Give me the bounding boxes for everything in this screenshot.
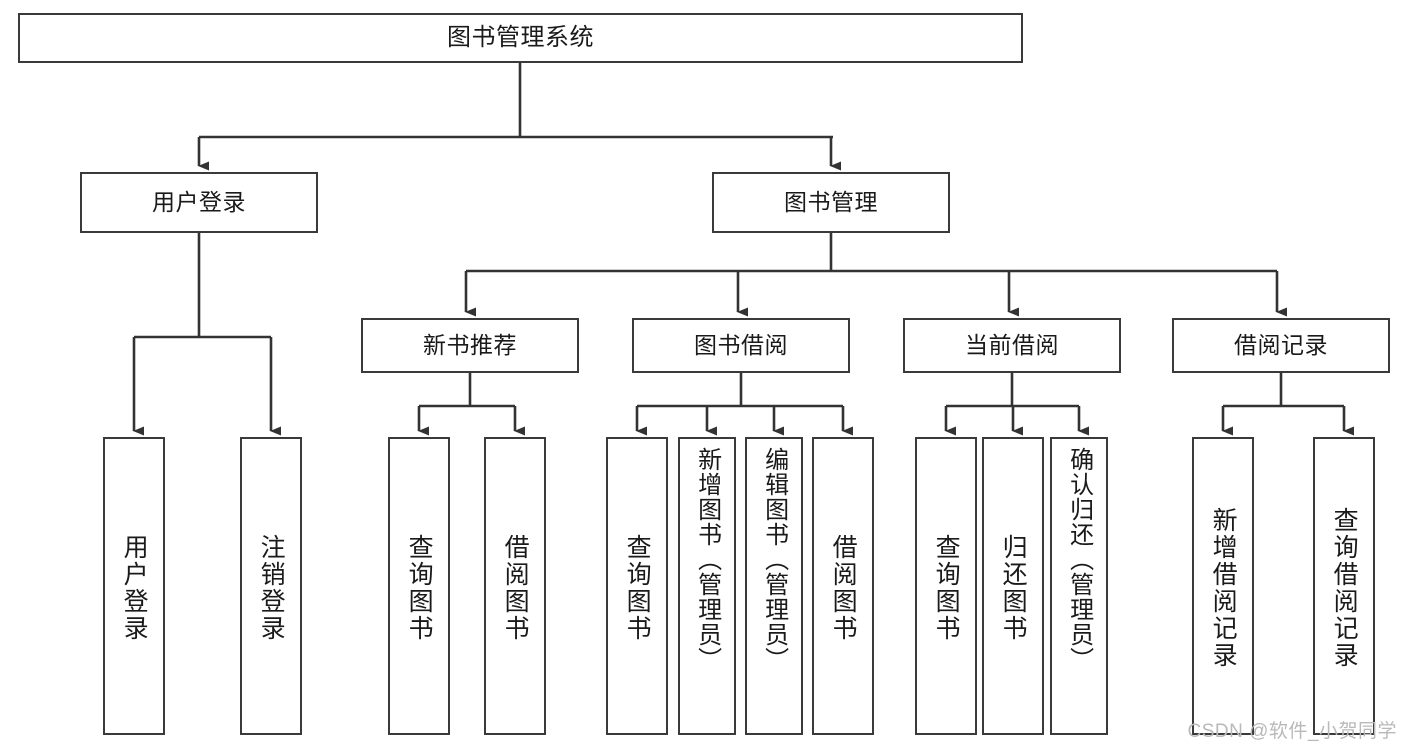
node-leaf-return-book-label: 归还图书 xyxy=(999,534,1028,642)
node-leaf-add-book-admin[interactable]: 新增图书（管理员） xyxy=(678,437,736,735)
node-book-manage[interactable]: 图书管理 xyxy=(712,172,950,233)
node-leaf-user-login-label: 用户登录 xyxy=(120,534,149,642)
node-root-system[interactable]: 图书管理系统 xyxy=(18,13,1023,63)
node-book-borrow[interactable]: 图书借阅 xyxy=(632,318,850,373)
node-leaf-add-borrow-record-label: 新增借阅记录 xyxy=(1209,507,1238,669)
node-leaf-edit-book-admin[interactable]: 编辑图书（管理员） xyxy=(745,437,803,735)
node-leaf-borrow-book-recommend[interactable]: 借阅图书 xyxy=(484,437,546,735)
node-leaf-query-book-recommend-label: 查询图书 xyxy=(405,534,434,642)
node-leaf-logout-login-label: 注销登录 xyxy=(257,534,286,642)
node-borrow-record-label: 借阅记录 xyxy=(1234,331,1328,358)
node-leaf-edit-book-admin-label: 编辑图书（管理员） xyxy=(760,447,788,672)
node-leaf-logout-login[interactable]: 注销登录 xyxy=(240,437,302,735)
node-book-borrow-label: 图书借阅 xyxy=(694,331,788,358)
node-leaf-query-borrow-record-label: 查询借阅记录 xyxy=(1330,507,1359,669)
node-leaf-add-book-admin-label: 新增图书（管理员） xyxy=(693,447,721,672)
node-leaf-query-book-current-label: 查询图书 xyxy=(932,534,961,642)
node-leaf-query-book-borrow-label: 查询图书 xyxy=(623,534,652,642)
node-leaf-query-book-current[interactable]: 查询图书 xyxy=(915,437,977,735)
node-leaf-borrow-book[interactable]: 借阅图书 xyxy=(812,437,874,735)
node-root-system-label: 图书管理系统 xyxy=(447,23,594,51)
node-current-borrow[interactable]: 当前借阅 xyxy=(903,318,1121,373)
node-user-login-label: 用户登录 xyxy=(152,188,246,215)
node-new-book-recommend[interactable]: 新书推荐 xyxy=(361,318,579,373)
node-leaf-query-book-recommend[interactable]: 查询图书 xyxy=(388,437,450,735)
node-leaf-user-login[interactable]: 用户登录 xyxy=(103,437,165,735)
node-leaf-query-book-borrow[interactable]: 查询图书 xyxy=(606,437,668,735)
node-new-book-recommend-label: 新书推荐 xyxy=(423,331,517,358)
node-borrow-record[interactable]: 借阅记录 xyxy=(1172,318,1390,373)
node-current-borrow-label: 当前借阅 xyxy=(965,331,1059,358)
node-leaf-confirm-return-admin-label: 确认归还（管理员） xyxy=(1065,447,1093,672)
node-leaf-add-borrow-record[interactable]: 新增借阅记录 xyxy=(1192,437,1254,735)
node-user-login[interactable]: 用户登录 xyxy=(80,172,318,233)
node-book-manage-label: 图书管理 xyxy=(784,188,878,215)
node-leaf-query-borrow-record[interactable]: 查询借阅记录 xyxy=(1313,437,1375,735)
node-leaf-borrow-book-label: 借阅图书 xyxy=(829,534,858,642)
watermark-text: CSDN @软件_小贺同学 xyxy=(1187,721,1397,742)
node-leaf-return-book[interactable]: 归还图书 xyxy=(982,437,1044,735)
node-leaf-confirm-return-admin[interactable]: 确认归还（管理员） xyxy=(1050,437,1108,735)
node-leaf-borrow-book-recommend-label: 借阅图书 xyxy=(501,534,530,642)
